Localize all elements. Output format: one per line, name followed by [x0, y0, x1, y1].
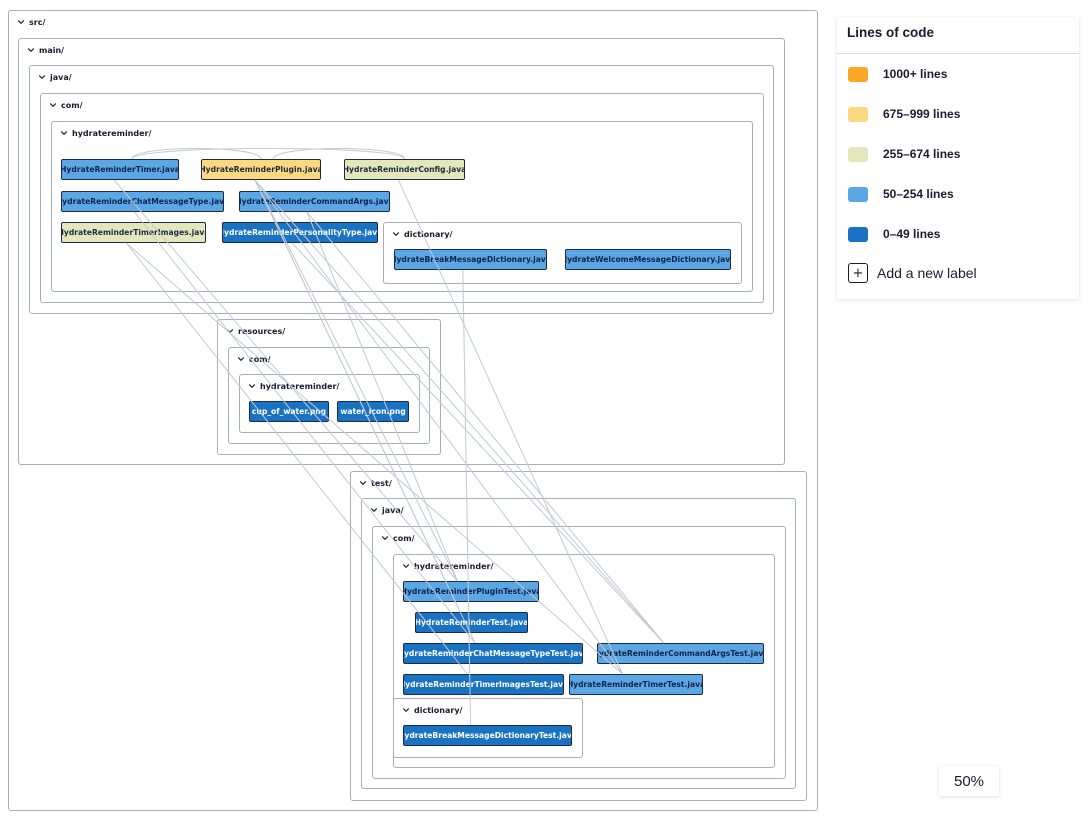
add-label-button[interactable]: + Add a new label [848, 262, 977, 284]
file-node[interactable]: HydrateReminderTimer.java [61, 159, 179, 180]
folder-header[interactable]: dictionary/ [402, 703, 462, 717]
folder-label: com/ [61, 100, 83, 110]
folder-label: java/ [382, 505, 404, 515]
legend-item[interactable]: 675–999 lines [848, 104, 960, 124]
file-node[interactable]: HydrateReminderCommandArgsTest.java [597, 643, 764, 664]
folder-label: test/ [371, 478, 392, 488]
chevron-down-icon[interactable] [60, 129, 68, 137]
add-label-text: Add a new label [877, 265, 977, 281]
folder-label: hydratereminder/ [414, 561, 494, 571]
folder-header[interactable]: java/ [38, 70, 72, 84]
file-node[interactable]: HydrateBreakMessageDictionary.java [394, 249, 547, 270]
file-node[interactable]: HydrateReminderChatMessageType.java [61, 191, 224, 212]
folder-header[interactable]: main/ [27, 43, 64, 57]
legend-item[interactable]: 50–254 lines [848, 184, 954, 204]
chevron-down-icon[interactable] [248, 382, 256, 390]
legend-item[interactable]: 0–49 lines [848, 224, 940, 244]
legend-label: 675–999 lines [883, 107, 961, 121]
folder-label: src/ [29, 17, 46, 27]
file-node[interactable]: HydrateReminderTimerImagesTest.java [403, 674, 564, 695]
legend-label: 1000+ lines [883, 67, 948, 81]
folder-label: dictionary/ [414, 705, 463, 715]
folder-label: dictionary/ [404, 229, 453, 239]
folder-label: main/ [39, 45, 65, 55]
folder-header[interactable]: hydratereminder/ [402, 559, 493, 573]
folder-header[interactable]: src/ [17, 15, 45, 29]
chevron-down-icon[interactable] [237, 355, 245, 363]
legend-item[interactable]: 255–674 lines [848, 144, 960, 164]
zoom-level[interactable]: 50% [939, 766, 999, 796]
folder-label: resources/ [238, 326, 286, 336]
legend-swatch [848, 66, 868, 82]
legend-swatch [848, 186, 868, 202]
chevron-down-icon[interactable] [359, 479, 367, 487]
legend-label: 0–49 lines [883, 227, 941, 241]
plus-icon[interactable]: + [848, 263, 868, 283]
folder-header[interactable]: java/ [370, 503, 404, 517]
legend-item[interactable]: 1000+ lines [848, 64, 947, 84]
file-node[interactable]: HydrateReminderTest.java [415, 612, 528, 633]
folder-header[interactable]: resources/ [226, 324, 285, 338]
chevron-down-icon[interactable] [38, 73, 46, 81]
file-node[interactable]: HydrateReminderPlugin.java [201, 159, 321, 180]
folder-header[interactable]: hydratereminder/ [248, 379, 339, 393]
folder-label: com/ [249, 354, 271, 364]
legend-swatch [848, 146, 868, 162]
chevron-down-icon[interactable] [402, 562, 410, 570]
legend-panel: Lines of code 1000+ lines 675–999 lines … [837, 17, 1079, 299]
chevron-down-icon[interactable] [226, 327, 234, 335]
file-node[interactable]: water_icon.png [337, 401, 409, 422]
folder-label: hydratereminder/ [72, 128, 152, 138]
file-node[interactable]: HydrateBreakMessageDictionaryTest.java [403, 725, 572, 746]
folder-header[interactable]: com/ [237, 352, 271, 366]
chevron-down-icon[interactable] [381, 534, 389, 542]
folder-header[interactable]: com/ [381, 531, 415, 545]
file-node[interactable]: cup_of_water.png [249, 401, 329, 422]
chevron-down-icon[interactable] [49, 101, 57, 109]
legend-swatch [848, 106, 868, 122]
chevron-down-icon[interactable] [370, 506, 378, 514]
chevron-down-icon[interactable] [392, 230, 400, 238]
file-node[interactable]: HydrateReminderPluginTest.java [403, 581, 539, 602]
file-node[interactable]: HydrateReminderTimerTest.java [569, 674, 703, 695]
folder-header[interactable]: dictionary/ [392, 227, 452, 241]
legend-label: 50–254 lines [883, 187, 954, 201]
legend-label: 255–674 lines [883, 147, 961, 161]
legend-swatch [848, 226, 868, 242]
file-node[interactable]: HydrateReminderCommandArgs.java [239, 191, 390, 212]
folder-header[interactable]: com/ [49, 98, 83, 112]
folder-header[interactable]: test/ [359, 476, 392, 490]
folder-label: java/ [50, 72, 72, 82]
folder-header[interactable]: hydratereminder/ [60, 126, 151, 140]
chevron-down-icon[interactable] [27, 46, 35, 54]
chevron-down-icon[interactable] [17, 18, 25, 26]
folder-label: hydratereminder/ [260, 381, 340, 391]
legend-title: Lines of code [847, 25, 935, 40]
file-node[interactable]: HydrateReminderConfig.java [344, 159, 465, 180]
legend-divider [837, 53, 1079, 54]
file-node[interactable]: HydrateReminderChatMessageTypeTest.java [403, 643, 583, 664]
file-node[interactable]: HydrateReminderTimerImages.java [61, 222, 206, 243]
file-node[interactable]: HydrateWelcomeMessageDictionary.java [565, 249, 731, 270]
chevron-down-icon[interactable] [402, 706, 410, 714]
file-node[interactable]: HydrateReminderPersonalityType.java [222, 222, 378, 243]
folder-label: com/ [393, 533, 415, 543]
